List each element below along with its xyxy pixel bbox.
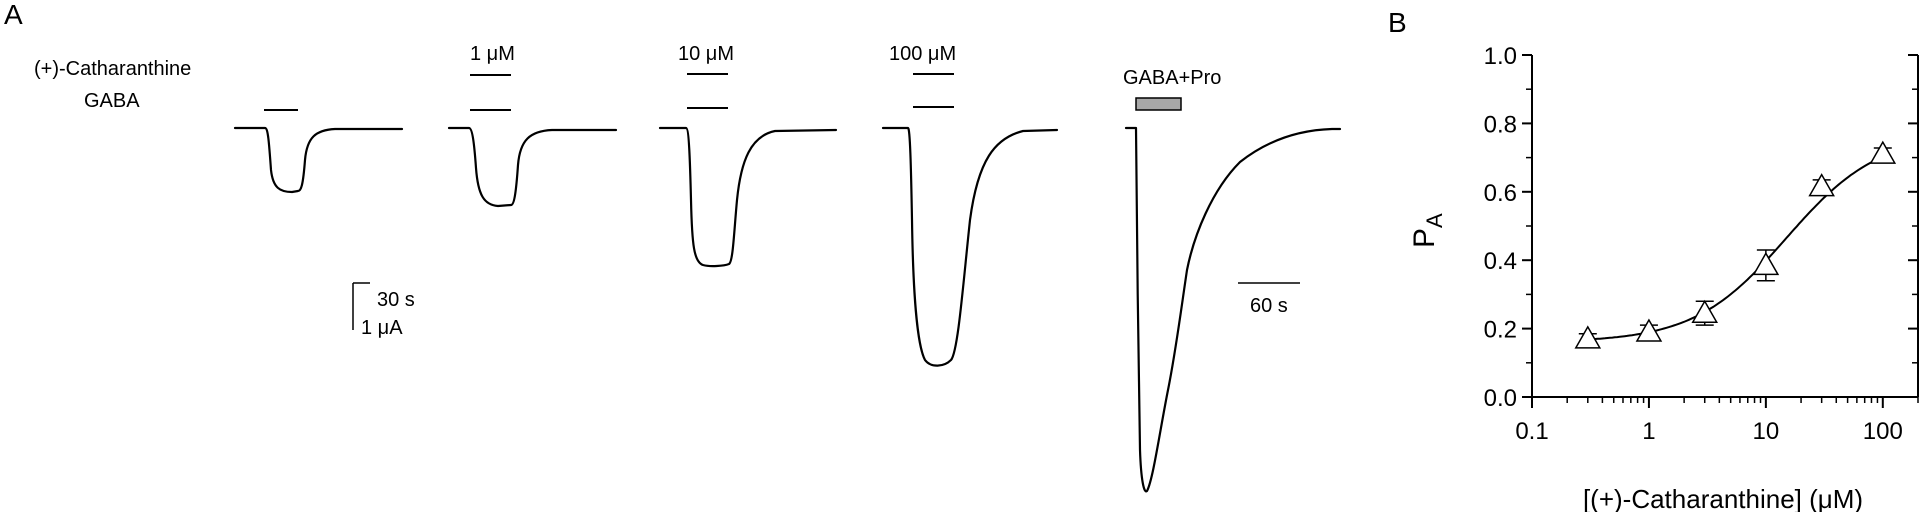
x-tick-label: 0.1 xyxy=(1515,418,1548,445)
y-tick-label: 0.0 xyxy=(1484,385,1517,412)
x-tick-label: 1 xyxy=(1642,418,1655,445)
y-axis-label-main: P xyxy=(1408,228,1441,248)
scale-bar-current-label: 1 μA xyxy=(361,317,403,339)
data-point xyxy=(1574,325,1602,349)
panel-a-label: A xyxy=(4,0,23,30)
fit-curve xyxy=(1587,155,1884,341)
panel-b-label: B xyxy=(1388,7,1407,38)
trace-cath-1uM xyxy=(447,126,618,208)
y-tick-label: 0.4 xyxy=(1484,248,1517,275)
trace-cath-100uM xyxy=(881,126,1059,367)
application-bars xyxy=(264,73,954,111)
trace-gaba-control xyxy=(233,126,404,194)
conc-label-3: 100 μM xyxy=(889,43,956,65)
data-point xyxy=(1808,173,1835,197)
y-axis-label: PA xyxy=(1408,213,1447,248)
trace-cath-10uM xyxy=(658,126,838,268)
gaba-pro-bar xyxy=(1135,97,1182,111)
y-tick-label: 0.8 xyxy=(1484,111,1517,138)
scale-bar-left xyxy=(352,282,370,330)
plot-b: 0.0 0.2 0.4 0.6 0.8 1.0 0.1 1 10 100 xyxy=(1484,43,1919,445)
x-tick-label: 10 xyxy=(1753,418,1780,445)
y-tick-label: 0.2 xyxy=(1484,317,1517,344)
scale-bar-right-label: 60 s xyxy=(1250,295,1288,317)
trace-gaba-pro xyxy=(1124,126,1342,493)
conc-label-2: 10 μM xyxy=(678,43,734,65)
x-tick-label: 100 xyxy=(1863,418,1903,445)
row-label-catharanthine: (+)-Catharanthine xyxy=(34,58,191,80)
data-point xyxy=(1869,140,1897,164)
data-point xyxy=(1691,299,1719,323)
current-traces xyxy=(233,126,1342,493)
row-label-gaba: GABA xyxy=(84,90,140,112)
gaba-pro-label: GABA+Pro xyxy=(1123,67,1221,89)
scale-bar-time-label: 30 s xyxy=(377,289,415,311)
y-tick-label: 0.6 xyxy=(1484,180,1517,207)
x-axis-label: [(+)-Catharanthine] (μM) xyxy=(1583,484,1863,512)
y-tick-label: 1.0 xyxy=(1484,43,1517,70)
conc-label-1: 1 μM xyxy=(470,43,515,65)
data-point xyxy=(1635,318,1663,342)
y-axis-label-sub: A xyxy=(1422,213,1447,228)
data-point xyxy=(1752,251,1780,276)
